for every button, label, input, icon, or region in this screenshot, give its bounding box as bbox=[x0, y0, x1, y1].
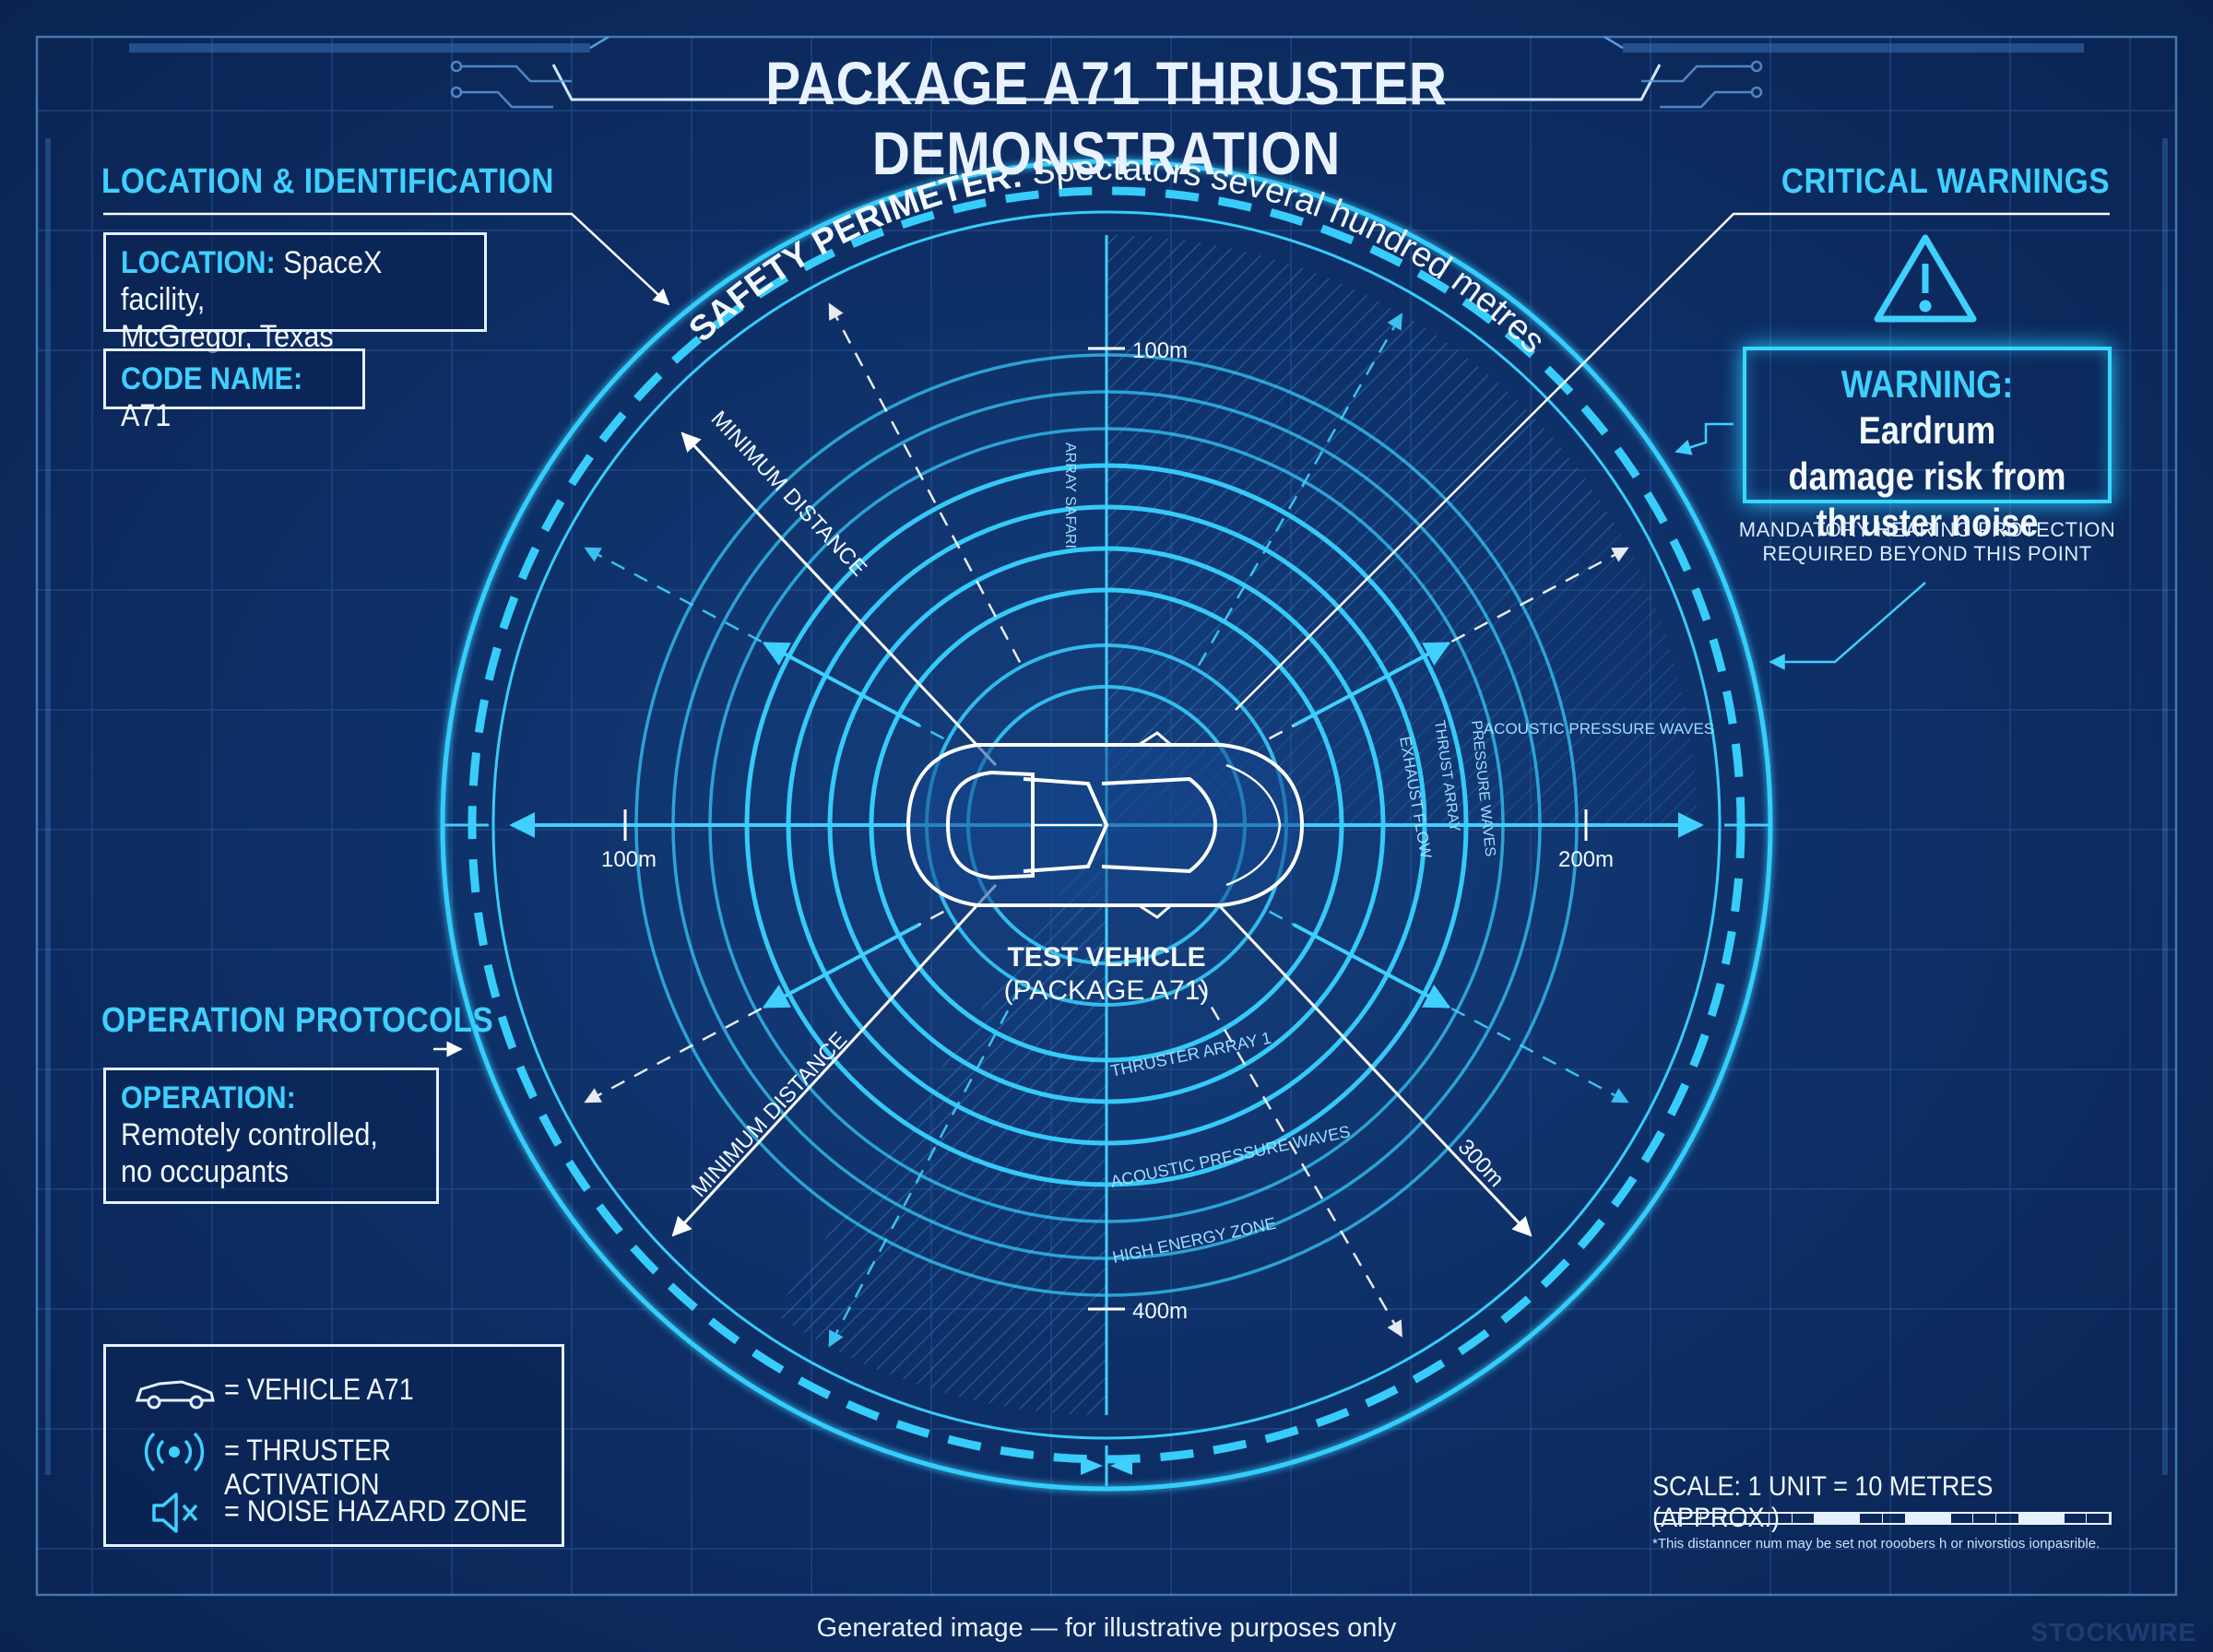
callout-leaders bbox=[103, 212, 2110, 1057]
location-label: LOCATION: bbox=[121, 245, 276, 280]
code-name-box: CODE NAME: A71 bbox=[103, 348, 365, 433]
acoustic-waves-label-bottom: ACOUSTIC PRESSURE WAVES bbox=[1109, 1122, 1352, 1191]
location-section-heading: LOCATION & IDENTIFICATION bbox=[101, 162, 554, 201]
protocols-section-heading: OPERATION PROTOCOLS bbox=[101, 1001, 494, 1040]
minimum-distance-label-bottom: MINIMUM DISTANCE bbox=[687, 1027, 852, 1202]
warning-line2: damage risk from bbox=[1788, 454, 2066, 498]
legend-noise-text: = NOISE HAZARD ZONE bbox=[224, 1494, 527, 1528]
warnings-section-heading: CRITICAL WARNINGS bbox=[1781, 162, 2110, 201]
watermark: STOCKWIRE bbox=[2030, 1618, 2196, 1646]
warning-label: WARNING: bbox=[1840, 362, 2014, 406]
page-title: PACKAGE A71 THRUSTER DEMONSTRATION bbox=[765, 49, 1448, 187]
test-vehicle-sublabel: (PACKAGE A71) bbox=[1004, 975, 1210, 1006]
hearing-note-line1: MANDATORY HEARING PROTECTION bbox=[1738, 518, 2116, 541]
hearing-protection-note: MANDATORY HEARING PROTECTION REQUIRED BE… bbox=[1697, 518, 2158, 566]
legend-thruster-text: = THRUSTER ACTIVATION bbox=[224, 1434, 392, 1501]
distance-label-100-left: 100m bbox=[601, 847, 657, 872]
thruster-array-label: THRUSTER ARRAY 1 bbox=[1109, 1028, 1273, 1080]
legend-item-noise: = NOISE HAZARD ZONE bbox=[106, 1483, 562, 1539]
scale-bar bbox=[1654, 1512, 2112, 1525]
operation-label: OPERATION: bbox=[121, 1080, 296, 1115]
car-icon bbox=[135, 1380, 215, 1410]
code-name-label: CODE NAME: bbox=[121, 361, 303, 396]
circuit-decoration bbox=[450, 60, 1763, 109]
acoustic-waves-label-right: ACOUSTIC PRESSURE WAVES bbox=[1484, 720, 1714, 738]
warning-triangle-icon bbox=[1874, 234, 1977, 323]
test-vehicle-label: TEST VEHICLE bbox=[1007, 942, 1205, 973]
distance-label-400-bottom: 400m bbox=[1132, 1299, 1188, 1324]
ring-label-top: ARRAY SAFARI bbox=[1062, 442, 1078, 549]
broadcast-icon bbox=[144, 1432, 205, 1472]
operation-box: OPERATION: Remotely controlled, no occup… bbox=[103, 1068, 439, 1204]
warning-line3: thruster noise bbox=[1816, 501, 2039, 544]
warning-box: WARNING: Eardrum damage risk from thrust… bbox=[1743, 347, 2112, 544]
legend-vehicle-text: = VEHICLE A71 bbox=[224, 1373, 414, 1406]
legend: = VEHICLE A71 = THRUSTER ACTIVATION = NO… bbox=[103, 1344, 564, 1547]
distance-label-200-right: 200m bbox=[1558, 847, 1614, 872]
operation-line2: no occupants bbox=[121, 1154, 290, 1189]
speaker-muted-icon bbox=[152, 1493, 198, 1533]
location-box: LOCATION: SpaceX facility, McGregor, Tex… bbox=[103, 232, 487, 354]
scale-disclaimer: *This distanncer num may be set not rooo… bbox=[1652, 1536, 2101, 1552]
warning-line1: Eardrum bbox=[1858, 408, 1996, 452]
legend-item-thruster: = THRUSTER ACTIVATION bbox=[106, 1422, 562, 1501]
radial-arrows bbox=[584, 302, 1629, 1348]
location-line1: SpaceX facility, bbox=[121, 245, 383, 317]
footer-disclaimer: Generated image — for illustrative purpo… bbox=[816, 1613, 1397, 1643]
code-name-value: A71 bbox=[121, 398, 172, 433]
scale-text: SCALE: 1 UNIT = 10 METRES (APPROX.) bbox=[1652, 1471, 1994, 1533]
minimum-distance-arrows bbox=[671, 431, 1533, 1237]
outer-frame bbox=[35, 35, 2178, 1597]
location-line2: McGregor, Texas bbox=[121, 319, 334, 354]
operation-line1: Remotely controlled, bbox=[121, 1117, 378, 1152]
legend-item-vehicle: = VEHICLE A71 bbox=[106, 1362, 562, 1417]
distance-label-100-top: 100m bbox=[1132, 338, 1188, 363]
hearing-note-line2: REQUIRED BEYOND THIS POINT bbox=[1762, 542, 2092, 565]
test-vehicle-drawing bbox=[905, 731, 1305, 919]
